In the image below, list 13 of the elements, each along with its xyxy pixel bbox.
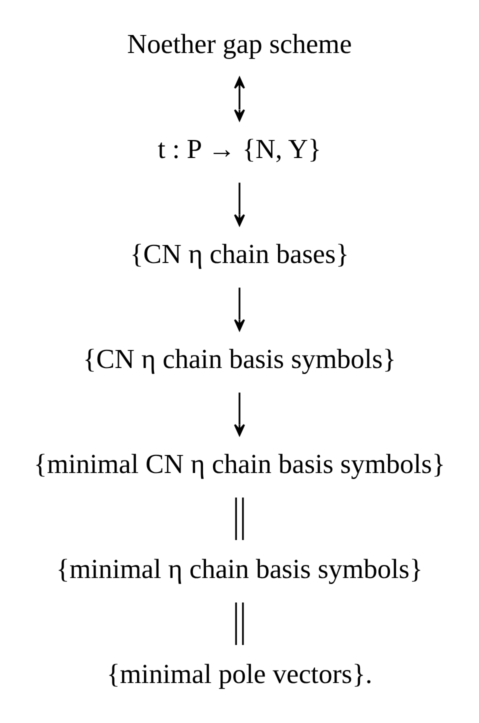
connector bbox=[235, 498, 244, 540]
arrow bbox=[234, 288, 245, 331]
node-text: {minimal pole vectors}. bbox=[106, 658, 372, 689]
node-text: {minimal CN η chain basis symbols} bbox=[34, 448, 446, 479]
arrow bbox=[234, 182, 245, 226]
connector bbox=[235, 602, 244, 645]
node-text: {CN η chain basis symbols} bbox=[83, 343, 396, 374]
arrow bbox=[234, 76, 245, 122]
node-text: {CN η chain bases} bbox=[130, 238, 349, 270]
node-text: {minimal η chain basis symbols} bbox=[56, 552, 423, 584]
arrow bbox=[234, 392, 245, 436]
node-text: Noether gap scheme bbox=[127, 28, 352, 60]
node-text: t : P → {N, Y} bbox=[158, 133, 322, 164]
